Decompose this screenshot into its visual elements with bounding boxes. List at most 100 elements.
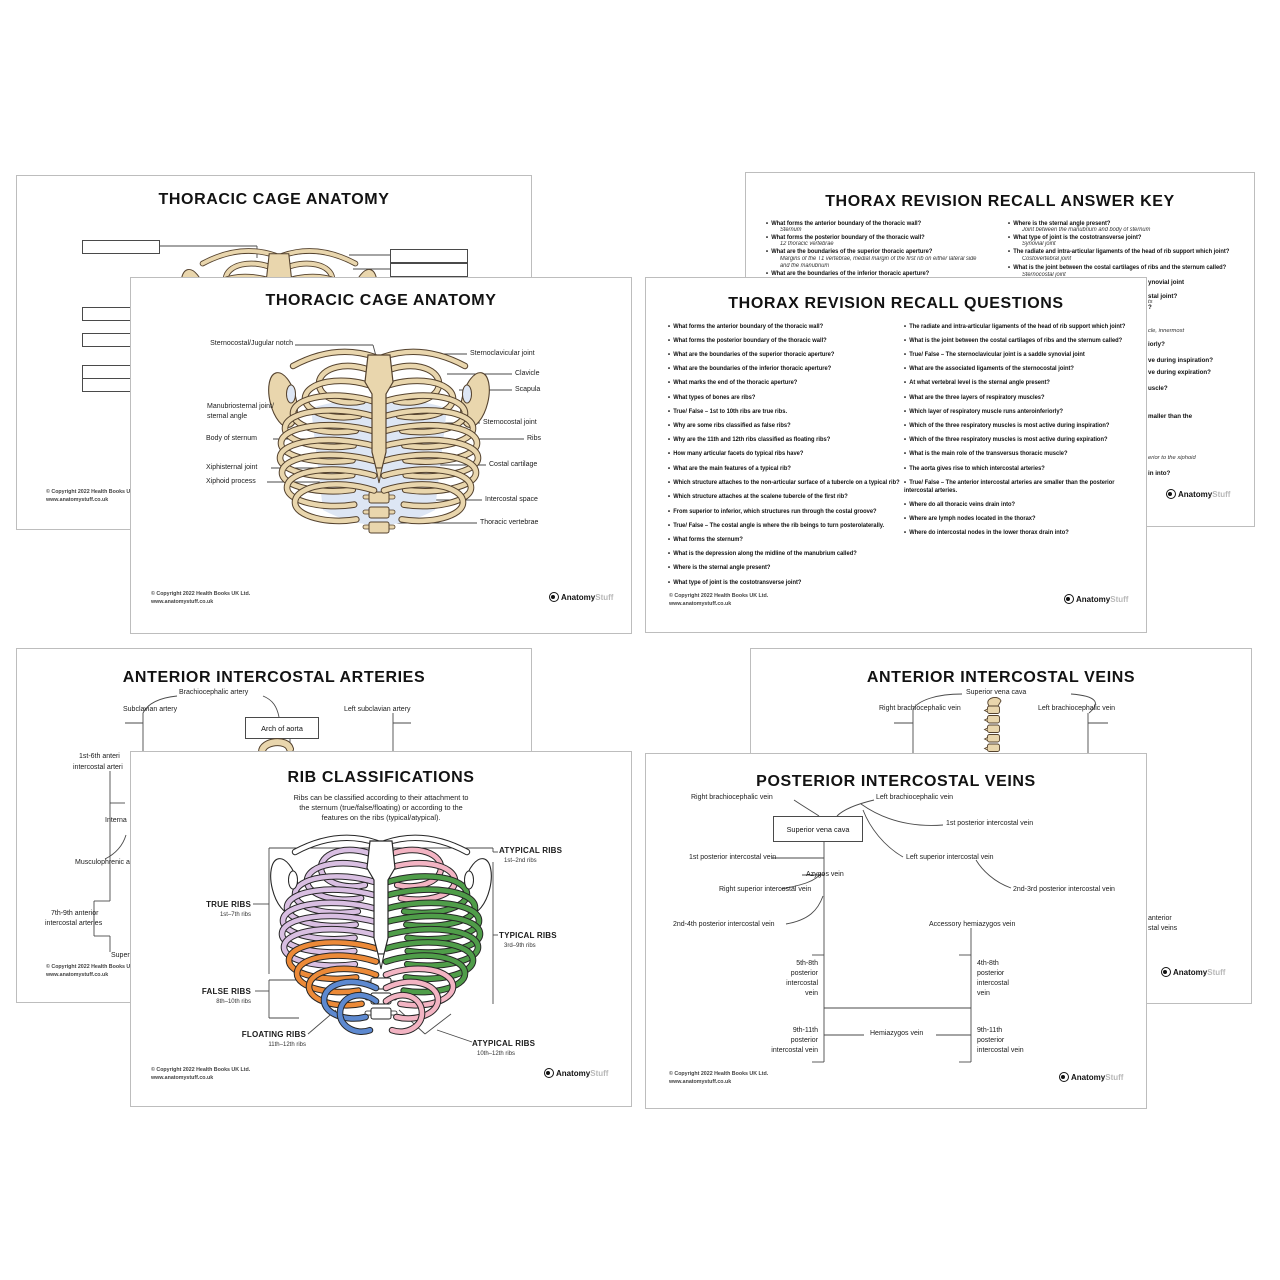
page-title: ANTERIOR INTERCOSTAL ARTERIES bbox=[122, 669, 426, 686]
diagram-label: TRUE RIBS bbox=[206, 900, 251, 909]
copyright-line: www.anatomystuff.co.uk bbox=[669, 1079, 732, 1086]
answer-item: 12 thoracic vertebrae bbox=[780, 241, 834, 247]
question-item: What are the three layers of respiratory… bbox=[904, 394, 1044, 402]
subtitle-line: Ribs can be classified according to thei… bbox=[293, 793, 469, 802]
diagram-label: Left subclavian artery bbox=[344, 706, 411, 713]
question-item: What is the depression along the midline… bbox=[668, 550, 857, 558]
diagram-label: 1st posterior intercostal vein bbox=[946, 820, 1034, 827]
blank-answer-box bbox=[390, 263, 468, 277]
diagram-label: Hemiazygos vein bbox=[870, 1030, 924, 1037]
diagram-label: ATYPICAL RIBS bbox=[472, 1039, 536, 1048]
aorta-arch-illustration bbox=[258, 738, 294, 752]
brand-icon bbox=[1064, 594, 1074, 604]
copyright-line: www.anatomystuff.co.uk bbox=[669, 601, 732, 608]
clipped-text-fragment: ve during inspiration? bbox=[1148, 357, 1213, 364]
sheet-rib-classifications: RIB CLASSIFICATIONS Ribs can be classifi… bbox=[130, 751, 632, 1107]
question-item: What type of joint is the costotransvers… bbox=[1008, 234, 1141, 242]
page-title: RIB CLASSIFICATIONS bbox=[287, 769, 475, 786]
arch-of-aorta-node: Arch of aorta bbox=[245, 717, 319, 739]
diagram-label: 2nd-4th posterior intercostal vein bbox=[673, 921, 775, 928]
question-item: Where is the sternal angle present? bbox=[668, 564, 770, 572]
brand-name-bold: Anatomy bbox=[561, 592, 596, 602]
copyright-line: © Copyright 2022 Health Books UK Ltd. bbox=[46, 964, 146, 970]
clipped-text-fragment: iorly? bbox=[1148, 341, 1165, 348]
diagram-label: sternal angle bbox=[207, 413, 248, 420]
diagram-label: 3rd–9th ribs bbox=[504, 943, 536, 949]
copyright: © Copyright 2022 Health Books UK Ltd. www… bbox=[151, 590, 250, 606]
clipped-text-fragment: Superi bbox=[111, 952, 132, 959]
diagram-label: Right brachiocephalic vein bbox=[879, 705, 961, 712]
diagram-label: Body of sternum bbox=[206, 435, 257, 442]
brand-name-light: Stuff bbox=[1207, 967, 1226, 977]
question-item: Why are the 11th and 12th ribs classifie… bbox=[668, 436, 830, 444]
sheet-posterior-intercostal-veins: POSTERIOR INTERCOSTAL VEINS Superior ven… bbox=[645, 753, 1147, 1109]
question-item: What forms the posterior boundary of the… bbox=[766, 234, 924, 242]
blank-answer-box bbox=[82, 240, 160, 254]
diagram-label: Superior vena cava bbox=[966, 689, 1027, 696]
diagram-label: 2nd-3rd posterior intercostal vein bbox=[1013, 886, 1115, 893]
classified-rib-cage-illustration bbox=[270, 834, 492, 1035]
question-item: What forms the anterior boundary of the … bbox=[668, 323, 823, 331]
superior-vena-cava-node: Superior vena cava bbox=[773, 816, 863, 842]
clipped-text-fragment: cle, innermost bbox=[1148, 328, 1185, 334]
blank-answer-box bbox=[390, 249, 468, 263]
diagram-label: Subclavian artery bbox=[123, 706, 178, 713]
question-item: What types of bones are ribs? bbox=[668, 394, 755, 402]
brand-icon bbox=[1059, 1072, 1069, 1082]
copyright-line: www.anatomystuff.co.uk bbox=[46, 497, 109, 504]
question-item: True/ False – The costal angle is where … bbox=[668, 522, 884, 530]
diagram-label: Left brachiocephalic vein bbox=[876, 794, 954, 801]
question-item: Where are lymph nodes located in the tho… bbox=[904, 515, 1035, 523]
page-title: THORACIC CAGE ANATOMY bbox=[265, 292, 497, 309]
clipped-text-fragment: intercostal arteri bbox=[73, 764, 123, 771]
diagram-label: 11th–12th ribs bbox=[268, 1042, 306, 1048]
question-item: Why are some ribs classified as false ri… bbox=[668, 422, 790, 430]
diagram-label: Brachiocephalic artery bbox=[179, 689, 249, 696]
question-item: From superior to inferior, which structu… bbox=[668, 508, 876, 516]
diagram-label: intercostal bbox=[977, 980, 1009, 987]
diagram-label: intercostal bbox=[786, 980, 818, 987]
question-item: How many articular facets do typical rib… bbox=[668, 450, 803, 458]
brand-name-light: Stuff bbox=[590, 1068, 609, 1078]
question-item: Where is the sternal angle present? bbox=[1008, 220, 1110, 228]
rib-cage-illustration-partial bbox=[180, 248, 378, 278]
question-item: What are the associated ligaments of the… bbox=[904, 365, 1074, 373]
diagram-label: 8th–10th ribs bbox=[216, 999, 251, 1005]
copyright-line: © Copyright 2022 Health Books UK Ltd. bbox=[151, 591, 251, 597]
clipped-text-fragment: ts bbox=[1148, 299, 1153, 305]
clipped-text-fragment: anterior bbox=[1148, 915, 1172, 922]
diagram-label: Thoracic vertebrae bbox=[480, 519, 539, 526]
diagram-label: vein bbox=[977, 990, 990, 997]
question-item: What marks the end of the thoracic apert… bbox=[668, 379, 797, 387]
question-item: The aorta gives rise to which intercosta… bbox=[904, 465, 1045, 473]
diagram-label: 5th-8th bbox=[796, 960, 818, 967]
page-title: ANTERIOR INTERCOSTAL VEINS bbox=[866, 669, 1136, 686]
question-item: What is the joint between the costal car… bbox=[904, 337, 1122, 345]
copyright-line: www.anatomystuff.co.uk bbox=[46, 972, 109, 979]
diagram-label: intercostal vein bbox=[977, 1047, 1024, 1054]
copyright-line: © Copyright 2022 Health Books UK Ltd. bbox=[46, 489, 146, 495]
diagram-label: posterior bbox=[977, 970, 1005, 977]
copyright-line: www.anatomystuff.co.uk bbox=[151, 1075, 214, 1082]
diagram-label: Ribs bbox=[527, 435, 542, 442]
diagram-label: Left brachiocephalic vein bbox=[1038, 705, 1116, 712]
question-item: True/ False – 1st to 10th ribs are true … bbox=[668, 408, 787, 416]
question-item: Which structure attaches at the scalene … bbox=[668, 493, 848, 501]
brand-name-bold: Anatomy bbox=[1178, 489, 1213, 499]
diagram-label: TYPICAL RIBS bbox=[499, 931, 557, 940]
copyright-line: www.anatomystuff.co.uk bbox=[151, 599, 214, 606]
diagram-label: Right brachiocephalic vein bbox=[691, 794, 773, 801]
brand-icon bbox=[544, 1068, 554, 1078]
diagram-label: ATYPICAL RIBS bbox=[499, 846, 563, 855]
diagram-label: posterior bbox=[790, 970, 818, 977]
diagram-label: Scapula bbox=[515, 386, 541, 393]
copyright: © Copyright 2022 Health Books UK Ltd.www… bbox=[151, 1066, 250, 1082]
clipped-text-fragment: ynovial joint bbox=[1148, 279, 1185, 286]
clipped-text-fragment: erior to the xiphoid bbox=[1148, 455, 1196, 461]
question-item: What are the boundaries of the inferior … bbox=[766, 270, 929, 278]
sheet-thorax-revision-questions: THORAX REVISION RECALL QUESTIONS What fo… bbox=[645, 277, 1147, 633]
